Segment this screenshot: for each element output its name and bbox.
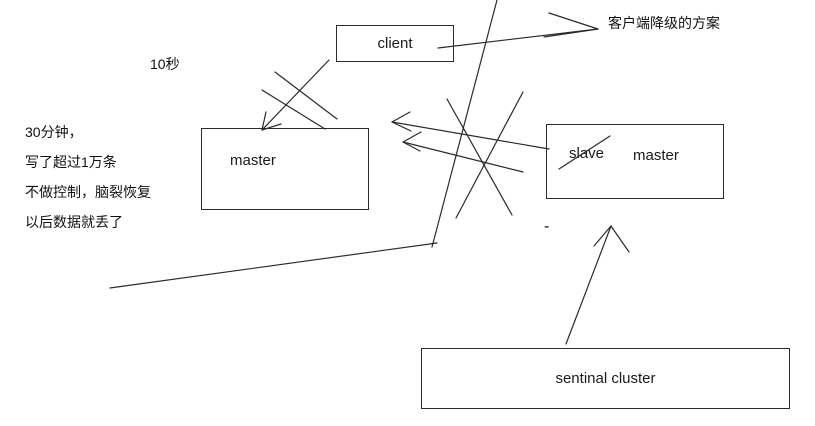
edge-sentinal-master-arrowhead-2: [610, 225, 630, 253]
downgrade-plan-note: 客户端降级的方案: [608, 15, 720, 31]
lower-left-stroke: [109, 242, 438, 289]
split-brain-note-line1: 30分钟，: [25, 124, 83, 140]
edge-master-slave-upper: [391, 121, 550, 150]
middle-cross-stroke-2: [455, 91, 524, 219]
edge-client-note-shaft: [437, 28, 599, 49]
slave-label: slave: [569, 145, 605, 162]
edge-master-slave-upper-arrowhead-1: [391, 111, 411, 123]
split-brain-note-line3: 不做控制，脑裂恢复: [25, 184, 151, 200]
master-node[interactable]: master: [201, 128, 369, 210]
dash-mark: -: [544, 218, 550, 235]
edge-client-note-arrowhead-upper: [548, 12, 599, 30]
middle-cross-stroke-1: [446, 98, 513, 216]
split-brain-note-line2: 写了超过1万条: [25, 154, 117, 170]
ten-seconds-note: 10秒: [150, 56, 180, 72]
edge-master-slave-lower-arrowhead-1: [402, 131, 422, 143]
edge-client-master-cross-stroke-2: [261, 89, 326, 130]
master-right-label: master: [633, 147, 679, 164]
edge-master-slave-upper-arrowhead-2: [391, 121, 412, 132]
sentinal-cluster-label: sentinal cluster: [555, 370, 656, 387]
edge-sentinal-master-arrowhead-1: [593, 225, 612, 247]
slave-master-node[interactable]: slave master: [546, 124, 724, 199]
edge-master-slave-lower-arrowhead-2: [402, 141, 421, 152]
sentinal-cluster-node[interactable]: sentinal cluster: [421, 348, 790, 409]
split-brain-note-line4: 以后数据就丢了: [25, 214, 123, 230]
edge-master-slave-lower: [402, 141, 524, 173]
client-node-label: client: [377, 35, 413, 52]
edge-sentinal-master-shaft: [565, 225, 612, 345]
edge-client-master-cross-stroke-1: [274, 71, 338, 120]
master-node-label: master: [230, 152, 276, 169]
edge-client-note-arrowhead-lower: [543, 28, 599, 38]
split-brain-note: 30分钟， 写了超过1万条 不做控制，脑裂恢复 以后数据就丢了: [25, 117, 151, 237]
client-node[interactable]: client: [336, 25, 454, 62]
edge-client-master-shaft: [261, 59, 330, 131]
